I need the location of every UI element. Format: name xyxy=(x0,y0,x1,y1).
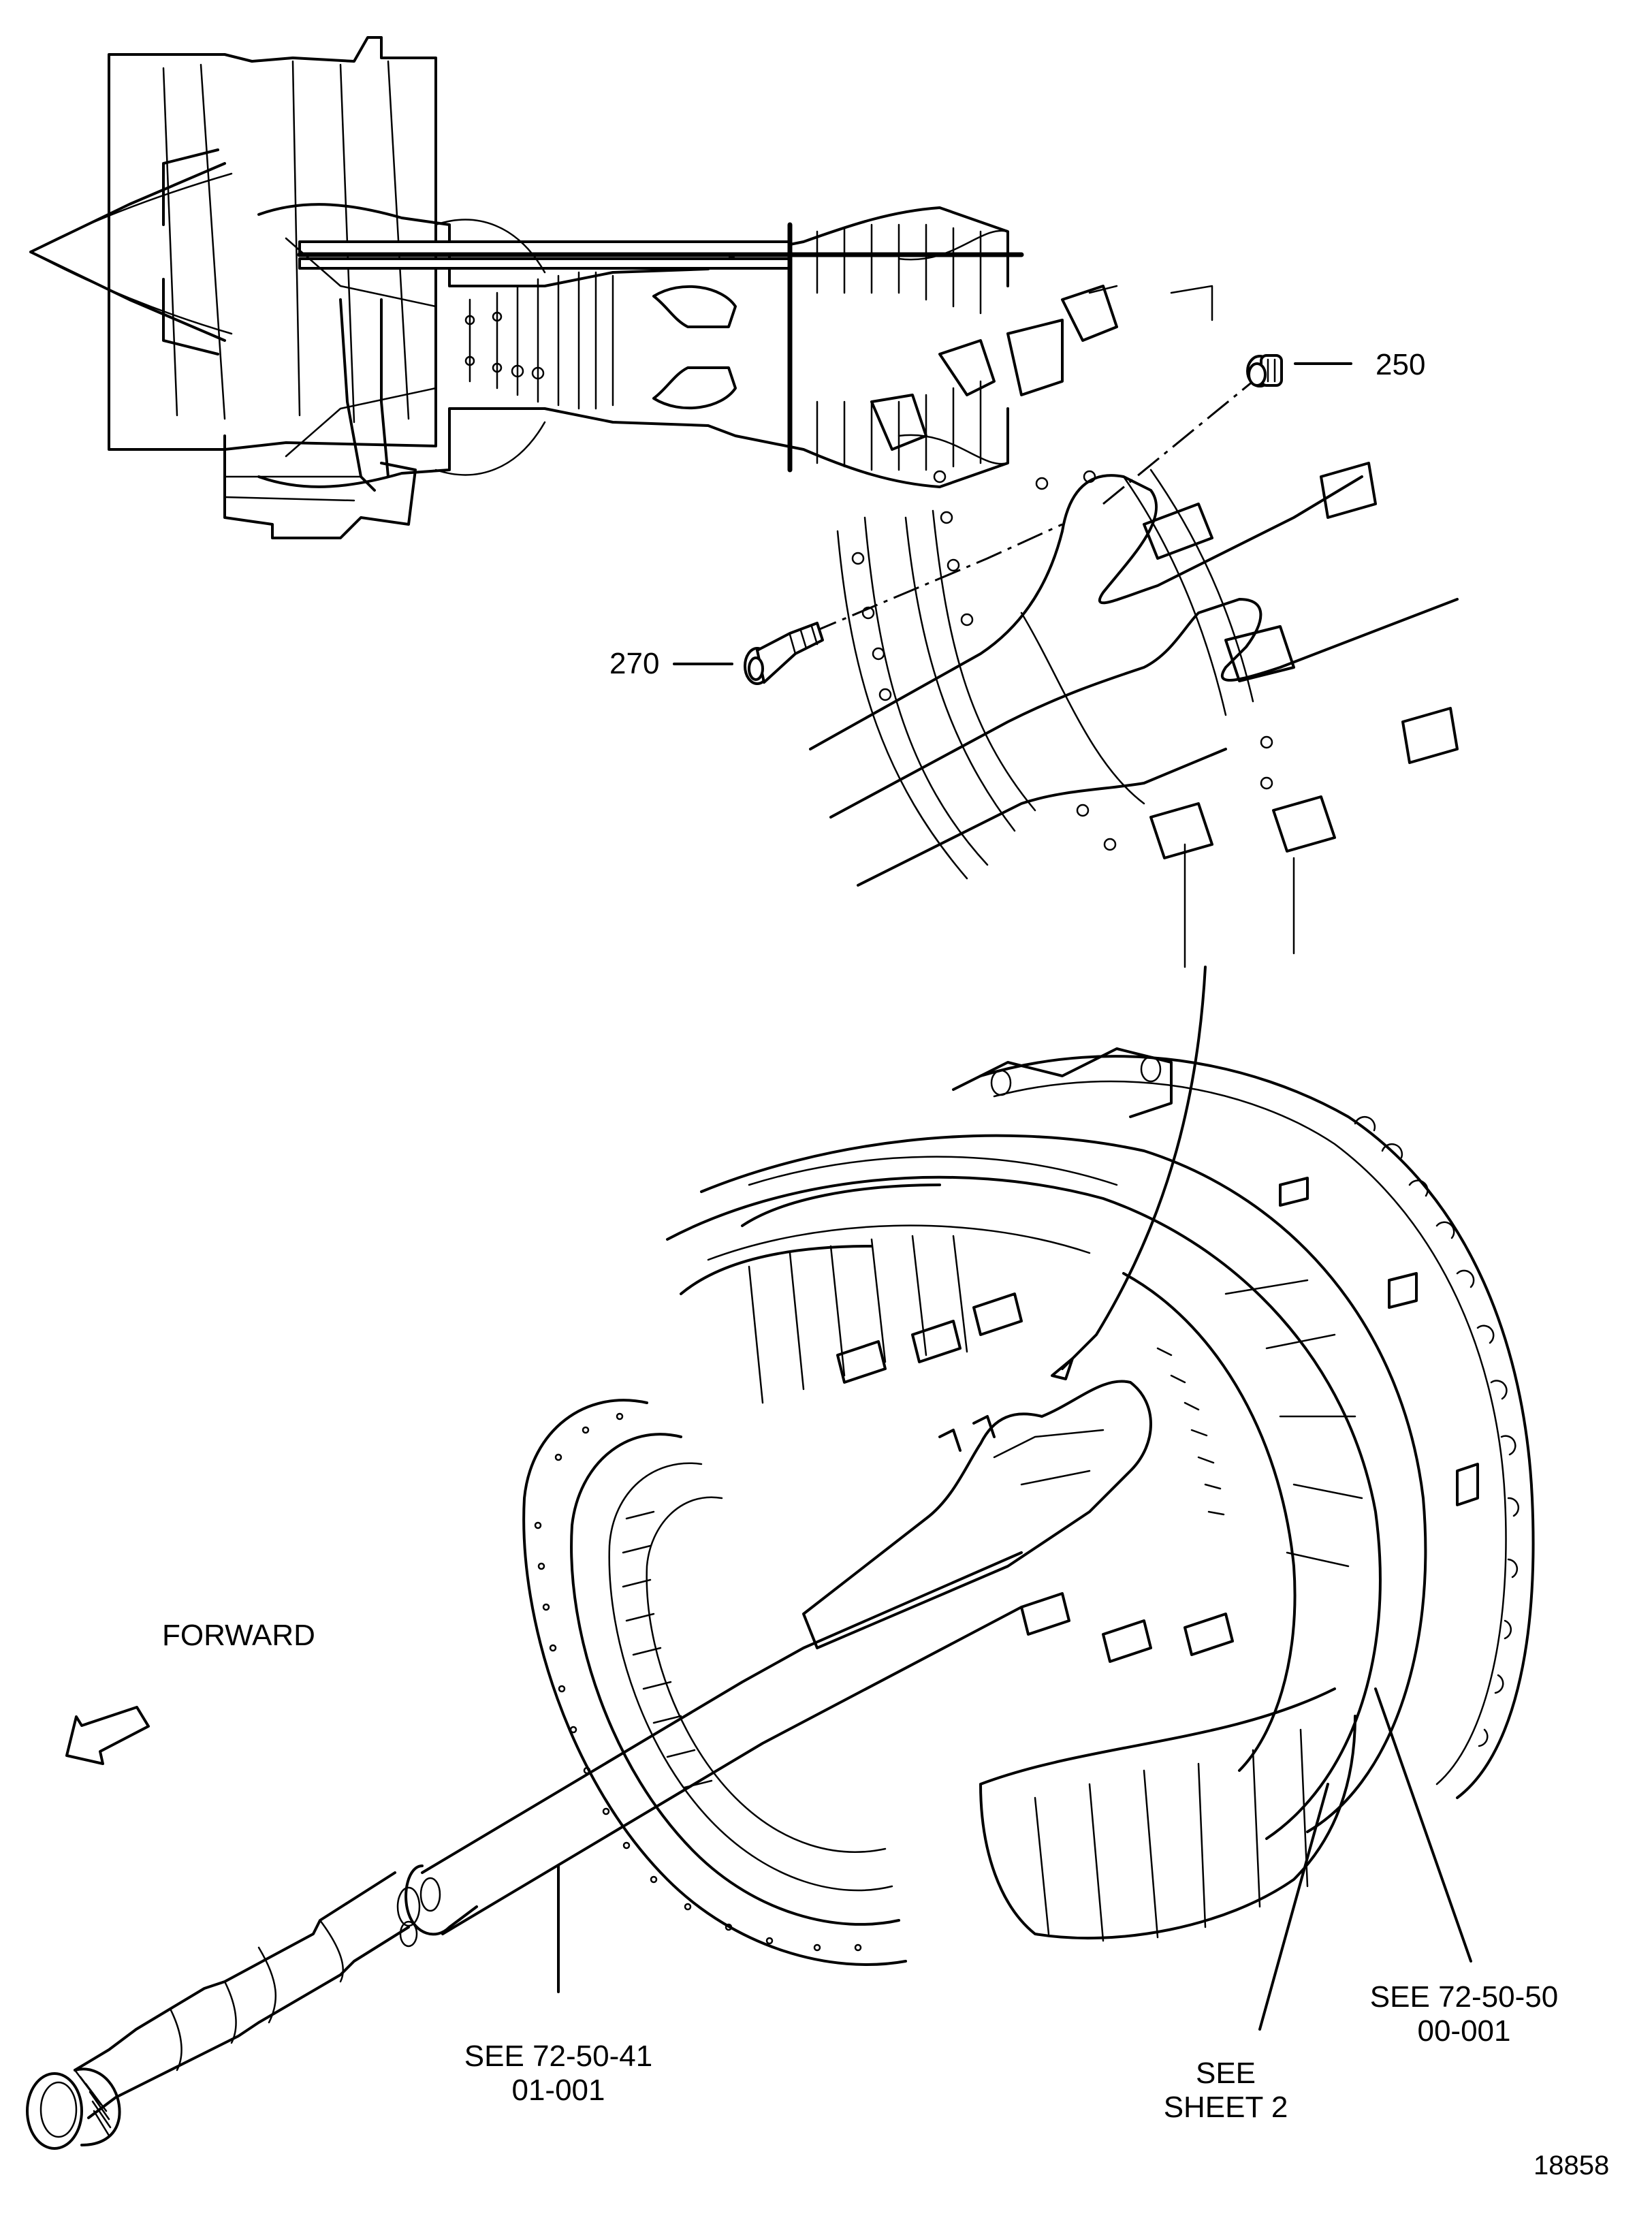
inner-toothed-ring xyxy=(1122,1272,1297,1772)
core-casing-lower xyxy=(257,407,1009,488)
sheet-reference-line2: SHEET 2 xyxy=(1163,2091,1288,2124)
bracket-mid xyxy=(1143,503,1295,682)
callout-250: 250 xyxy=(1376,348,1426,381)
perforation-holes xyxy=(534,1412,862,1952)
spinner-cone xyxy=(29,162,226,342)
leader-sheet-ref xyxy=(1258,1783,1329,2031)
radial-drive-shaft xyxy=(339,298,390,492)
casing-band xyxy=(680,1184,941,1295)
frame-ring-1 xyxy=(700,1134,1427,1833)
bracket-top xyxy=(938,319,1064,396)
bolt-centerline-270 xyxy=(769,523,1063,652)
fan-case xyxy=(108,36,437,451)
connector-arrowhead-icon xyxy=(1051,1357,1074,1380)
lower-casing-segment xyxy=(979,1687,1356,1940)
strut-arm-upper xyxy=(809,474,1363,750)
module-reference: SEE 72-50-50 00-001 xyxy=(1355,1980,1573,2048)
lp-shaft-lower-edge xyxy=(441,1606,1023,1935)
front-ring-inner xyxy=(570,1433,900,1926)
bolt-250-icon xyxy=(1246,354,1283,387)
outer-flange-ring xyxy=(979,1055,1535,1799)
front-ring-outer xyxy=(522,1399,907,1966)
forward-label: FORWARD xyxy=(162,1619,315,1652)
lp-shaft-upper-edge xyxy=(421,1551,1023,1874)
shaft-reference: SEE 72-50-41 01-001 xyxy=(449,2040,667,2108)
figure-number: 18858 xyxy=(1534,2150,1610,2180)
bolt-centerline-250 xyxy=(1102,380,1254,505)
compressor-stages xyxy=(464,271,614,410)
top-mount-lug xyxy=(952,1047,1173,1118)
forward-shaft-segment xyxy=(74,1871,421,2119)
core-casing-upper xyxy=(257,203,1009,287)
strut-arm-lower xyxy=(829,598,1459,819)
main-assembly xyxy=(26,1047,1535,2150)
accessory-gearbox xyxy=(223,434,417,539)
central-shaft xyxy=(298,240,791,255)
sheet-reference-line1: SEE xyxy=(1195,2057,1256,2090)
module-reference-line1: SEE 72-50-50 xyxy=(1369,1980,1559,2014)
strut-arm-main xyxy=(802,1380,1152,1649)
flange-scallops xyxy=(1354,1115,1520,1747)
frame-ring-2 xyxy=(666,1175,1382,1840)
callout-270: 270 xyxy=(609,647,660,680)
bolt-holes xyxy=(851,470,1273,851)
sheet-reference: SEE SHEET 2 xyxy=(1151,2057,1301,2125)
shaft-reference-line1: SEE 72-50-41 xyxy=(464,2040,653,2073)
combustor xyxy=(652,285,737,328)
splined-shaft-end-icon xyxy=(26,2067,121,2150)
shaft-reference-line2: 01-001 xyxy=(511,2074,605,2107)
turbine-stages xyxy=(816,223,1009,471)
shaft-coupling xyxy=(404,1864,478,1936)
engine-cross-section xyxy=(29,36,1024,539)
bolt-270-icon xyxy=(744,622,824,685)
forward-arrow-icon xyxy=(65,1706,150,1765)
leader-module-ref xyxy=(1374,1687,1472,1963)
module-reference-line2: 00-001 xyxy=(1417,2014,1511,2048)
detail-connector-line xyxy=(1061,966,1207,1370)
detail-view xyxy=(673,285,1459,1380)
